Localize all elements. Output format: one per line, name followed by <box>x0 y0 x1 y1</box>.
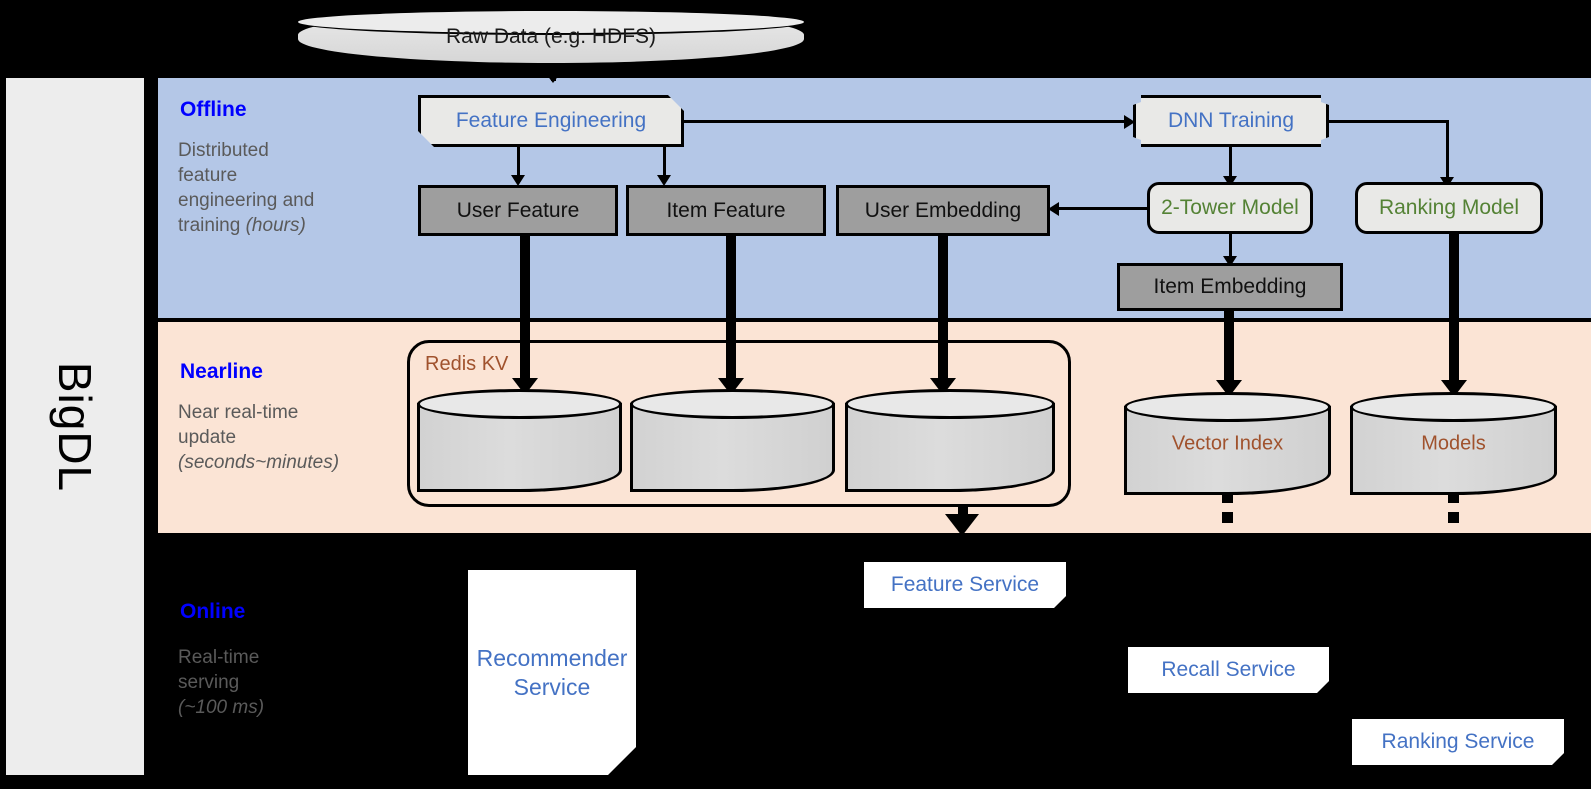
connector-dnn-ranking-h <box>1329 120 1449 123</box>
arrowhead-redis-featureservice <box>945 514 979 536</box>
online-desc: Real-time serving (~100 ms) <box>178 645 393 720</box>
offline-desc: Distributed feature engineering and trai… <box>178 138 393 238</box>
feature-engineering-label: Feature Engineering <box>455 109 647 132</box>
arrowhead-fe-dnn <box>1124 115 1135 129</box>
two-tower-model-label: 2-Tower Model <box>1161 196 1299 219</box>
nearline-desc: Near real-time update (seconds~minutes) <box>178 400 393 475</box>
cylinder-top <box>845 389 1055 419</box>
connector-twotower-userembedding <box>1056 207 1148 210</box>
recall-service-card[interactable]: Recall Service <box>1128 647 1329 693</box>
models-label: Models <box>1421 432 1486 454</box>
arrowhead-fe-userfeature <box>511 175 525 186</box>
arrowhead-twotower-userembedding <box>1048 202 1059 216</box>
cylinder-top <box>417 389 622 419</box>
connector-dnn-ranking-v <box>1446 120 1449 180</box>
connector-fe-dnn <box>684 120 1128 123</box>
user-feature-label: User Feature <box>456 198 580 222</box>
redis-kv-group <box>407 340 1071 507</box>
dash-models-1 <box>1448 492 1459 503</box>
cylinder-top <box>1350 392 1557 422</box>
redis-store-2-cylinder[interactable] <box>630 389 835 492</box>
ranking-model-label: Ranking Model <box>1378 196 1520 219</box>
connector-twotower-itemembedding <box>1229 234 1232 260</box>
dnn-training-label: DNN Training <box>1167 109 1295 132</box>
connector-fe-itemfeature <box>663 147 666 178</box>
offline-desc-l2: feature <box>178 165 238 187</box>
item-feature-box[interactable]: Item Feature <box>626 185 826 236</box>
user-feature-box[interactable]: User Feature <box>418 185 618 236</box>
item-feature-label: Item Feature <box>666 198 786 222</box>
dash-vectorindex-1 <box>1222 492 1233 503</box>
two-tower-model-box[interactable]: 2-Tower Model <box>1147 182 1313 234</box>
online-desc-l2: serving <box>178 672 240 694</box>
dnn-training-box[interactable]: DNN Training <box>1133 95 1329 147</box>
recall-service-label: Recall Service <box>1161 658 1296 681</box>
feature-engineering-box[interactable]: Feature Engineering <box>418 95 684 147</box>
offline-desc-l3: engineering and <box>178 190 315 212</box>
item-embedding-box[interactable]: Item Embedding <box>1117 263 1343 311</box>
redis-store-1-cylinder[interactable] <box>417 389 622 492</box>
feature-service-label: Feature Service <box>890 573 1040 596</box>
bigdl-sidebar: BigDL <box>6 78 144 775</box>
models-cylinder[interactable]: Models <box>1350 392 1557 495</box>
online-desc-l1: Real-time <box>178 647 260 668</box>
pipe-itemfeature-store2 <box>726 235 736 385</box>
bigdl-label: BigDL <box>49 361 101 492</box>
raw-data-label: Raw Data (e.g. HDFS) <box>445 25 657 48</box>
vector-index-cylinder[interactable]: Vector Index <box>1124 392 1331 495</box>
connector-dnn-twotower <box>1229 147 1232 179</box>
nearline-desc-l1: Near real-time <box>178 402 299 423</box>
pipe-itemembedding-vectorindex <box>1224 310 1234 388</box>
ranking-service-label: Ranking Service <box>1381 730 1535 753</box>
online-title: Online <box>180 600 246 623</box>
recommender-service-l1: Recommender <box>476 644 628 671</box>
nearline-desc-l2: update <box>178 427 237 449</box>
pipe-rankingmodel-models <box>1449 234 1459 388</box>
online-desc-italic: (~100 ms) <box>178 697 265 719</box>
arrowhead-rawdata-fe <box>540 66 566 83</box>
vector-index-label: Vector Index <box>1171 432 1284 454</box>
cylinder-top <box>1124 392 1331 422</box>
user-embedding-box[interactable]: User Embedding <box>836 185 1050 236</box>
cylinder-body <box>417 403 622 492</box>
dash-models-2 <box>1448 512 1459 523</box>
pipe-userembedding-store3 <box>938 235 948 385</box>
redis-store-3-cylinder[interactable] <box>845 389 1055 492</box>
cylinder-top <box>630 389 835 419</box>
offline-desc-l1: Distributed <box>178 140 269 161</box>
connector-redis-featureservice <box>958 504 968 520</box>
recommender-service-l2: Service <box>513 673 591 700</box>
item-embedding-label: Item Embedding <box>1153 275 1307 298</box>
redis-kv-label: Redis KV <box>425 353 509 375</box>
recommender-service-text: Recommender Service <box>477 644 628 702</box>
pipe-userfeature-store1 <box>520 235 530 385</box>
recommender-service-card[interactable]: Recommender Service <box>468 570 636 775</box>
dash-vectorindex-2 <box>1222 512 1233 523</box>
user-embedding-label: User Embedding <box>864 198 1022 222</box>
nearline-title: Nearline <box>180 360 263 383</box>
arrowhead-dnn-twotower <box>1223 176 1237 187</box>
arrowhead-fe-itemfeature <box>657 175 671 186</box>
offline-title: Offline <box>180 98 247 121</box>
nearline-desc-italic: (seconds~minutes) <box>178 452 340 474</box>
feature-service-card[interactable]: Feature Service <box>864 562 1066 608</box>
connector-fe-userfeature <box>517 147 520 178</box>
offline-desc-italic: (hours) <box>245 215 306 237</box>
arrowhead-twotower-itemembedding <box>1223 256 1237 267</box>
offline-desc-l4: training <box>178 215 246 237</box>
ranking-service-card[interactable]: Ranking Service <box>1352 719 1564 765</box>
raw-data-cylinder: Raw Data (e.g. HDFS) <box>296 9 806 65</box>
ranking-model-box[interactable]: Ranking Model <box>1355 182 1543 234</box>
